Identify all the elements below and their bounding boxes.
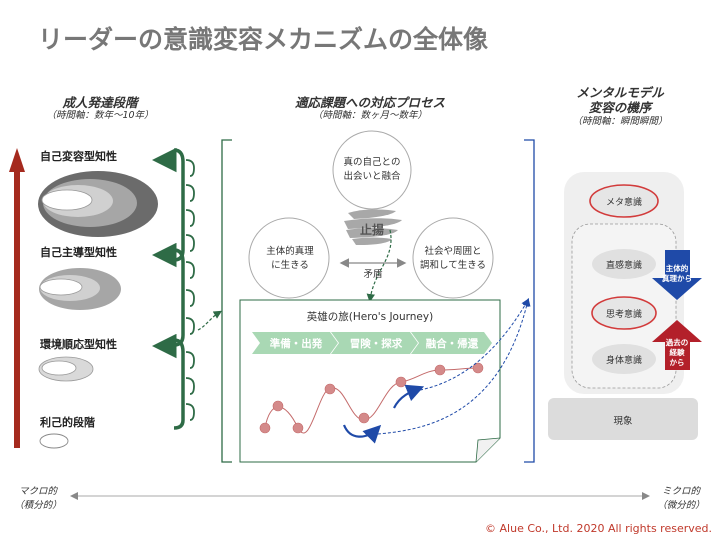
journey-box xyxy=(239,299,501,463)
stage-label-4: 利己的段階 xyxy=(40,416,95,429)
middle-heading: 適応課題への対応プロセス xyxy=(294,95,445,110)
circle-subjective-truth xyxy=(248,217,330,299)
conflict-label: 矛盾 xyxy=(363,269,383,280)
copyright: © Alue Co., Ltd. 2020 All rights reserve… xyxy=(485,522,712,535)
stage-ellipses-3 xyxy=(38,356,94,382)
connector-left xyxy=(197,310,223,331)
red-arrow-line1: 過去の xyxy=(665,338,689,347)
stage-braces xyxy=(152,147,185,430)
page-title: リーダーの意識変容メカニズムの全体像 xyxy=(38,25,489,54)
stage-ellipses-2 xyxy=(39,268,121,310)
meta-consciousness: メタ意識 xyxy=(605,198,642,208)
development-arrow xyxy=(9,148,25,448)
stage-label-2: 自己主導型知性 xyxy=(40,246,117,259)
thinking-consciousness: 思考意識 xyxy=(605,310,642,320)
blue-arrow-line1: 主体的 xyxy=(665,264,689,273)
blue-down-arrow xyxy=(652,250,702,300)
body-consciousness: 身体意識 xyxy=(605,356,642,366)
middle-subheading: （時間軸：数ヶ月〜数年） xyxy=(312,110,427,121)
ellipse-intuitive xyxy=(592,249,656,279)
subjective-truth-line1: 主体的真理 xyxy=(266,246,314,257)
red-arrow-line3: から xyxy=(669,358,685,367)
journey-chevrons xyxy=(252,332,492,354)
right-heading-2: 変容の機序 xyxy=(588,100,652,115)
red-arrow-line2: 経験 xyxy=(669,348,685,357)
micro-label: ミクロ的 xyxy=(661,486,700,497)
brush-stroke xyxy=(344,209,402,245)
left-heading: 成人発達段階 xyxy=(62,95,138,110)
subjective-truth-line2: に生きる xyxy=(271,260,309,271)
circle-true-self xyxy=(332,130,412,210)
phenomenon-box xyxy=(548,398,698,440)
stage-ellipses-4 xyxy=(39,433,69,449)
phenomenon-label: 現象 xyxy=(613,416,633,427)
social-harmony-line2: 調和して生きる xyxy=(419,260,487,271)
stage-label-1: 自己変容型知性 xyxy=(40,150,117,163)
true-self-line2: 出会いと融合 xyxy=(343,171,401,182)
journey-box-curl xyxy=(475,437,501,463)
brace-hooks xyxy=(185,159,195,421)
blue-arrow-2 xyxy=(393,384,425,409)
ellipse-meta xyxy=(589,184,659,218)
dashed-blue-arrow-2 xyxy=(419,298,529,391)
right-heading-1: メンタルモデル xyxy=(576,85,664,100)
middle-right-bracket xyxy=(524,139,535,463)
phase-3: 融合・帰還 xyxy=(425,338,479,350)
macro-label: マクロ的 xyxy=(18,486,57,497)
blue-arrow-1 xyxy=(342,424,382,444)
red-up-arrow xyxy=(652,320,702,370)
macro-sublabel: （積分的） xyxy=(14,500,62,511)
true-self-line1: 真の自己との xyxy=(343,157,401,168)
circle-social-harmony xyxy=(412,217,494,299)
ellipse-thinking xyxy=(591,296,657,330)
phase-2: 冒険・探求 xyxy=(349,338,403,350)
social-harmony-line1: 社会や周囲と xyxy=(424,246,482,257)
stage-label-3: 環境順応型知性 xyxy=(40,338,117,351)
middle-left-bracket xyxy=(221,139,232,463)
journey-title: 英雄の旅(Hero's Journey) xyxy=(306,311,434,323)
intuitive-consciousness: 直感意識 xyxy=(605,261,642,271)
connector-center xyxy=(366,229,392,303)
ellipse-body xyxy=(592,344,656,374)
micro-sublabel: （微分的） xyxy=(657,500,705,511)
right-subheading: （時間軸：瞬間瞬間） xyxy=(572,116,668,127)
stage-ellipses-1 xyxy=(38,171,158,237)
aufheben-label: 止揚 xyxy=(359,223,384,237)
blue-arrow-line2: 真理から xyxy=(662,274,692,283)
phase-1: 準備・出発 xyxy=(269,338,323,350)
dashed-blue-arrow-1 xyxy=(377,298,531,435)
left-subheading: （時間軸：数年〜10年） xyxy=(46,110,154,121)
journey-dots xyxy=(259,362,484,434)
